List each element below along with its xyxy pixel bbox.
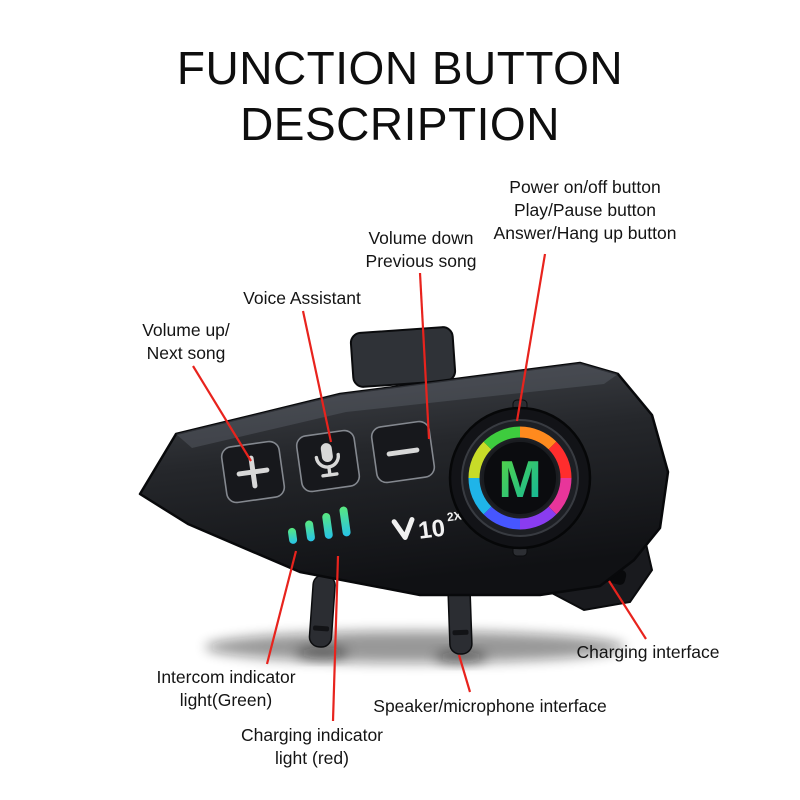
microphone-icon	[314, 443, 340, 478]
multifunction-button: M	[448, 399, 592, 557]
label-volume-down: Volume down Previous song	[366, 227, 477, 273]
title-line-2: DESCRIPTION	[240, 98, 560, 151]
title-line-1: FUNCTION BUTTON	[176, 42, 624, 94]
brand-model: 10 2X	[391, 509, 462, 545]
label-power-button: Power on/off button Play/Pause button An…	[494, 176, 677, 245]
line-charging-interface	[608, 580, 647, 640]
label-voice-assistant: Voice Assistant	[243, 287, 361, 310]
label-speaker-mic: Speaker/microphone interface	[373, 695, 606, 718]
minus-icon	[386, 447, 420, 457]
speaker-microphone-plug	[447, 579, 473, 655]
label-line: Volume up/	[142, 320, 230, 340]
line-power	[515, 253, 547, 422]
model-number: 10	[417, 515, 447, 545]
label-line: Speaker/microphone interface	[373, 696, 607, 716]
label-line: Charging interface	[576, 642, 720, 662]
m-logo: M	[498, 451, 541, 509]
line-volume-up	[192, 365, 252, 462]
line-volume-down	[418, 272, 431, 440]
volume-up-button	[220, 440, 286, 504]
page-title: FUNCTION BUTTON DESCRIPTION	[0, 40, 800, 152]
line-speaker-mic	[457, 654, 472, 693]
label-line: Charging indicator	[240, 725, 384, 745]
label-charging-light: Charging indicator light (red)	[241, 724, 383, 770]
annotation-lines	[192, 253, 647, 722]
label-charging-interface: Charging interface	[577, 641, 720, 664]
rgb-light-ring	[468, 426, 572, 530]
label-volume-up: Volume up/ Next song	[142, 319, 230, 365]
line-voice-assistant	[301, 310, 333, 443]
speaker-plug-left	[308, 574, 336, 648]
label-line: Volume down	[368, 228, 474, 248]
label-intercom-light: Intercom indicator light(Green)	[156, 666, 295, 712]
label-line: Answer/Hang up button	[493, 223, 677, 244]
label-line: Voice Assistant	[243, 288, 361, 308]
helmet-clip	[349, 326, 457, 388]
label-line: Play/Pause button	[513, 200, 657, 221]
label-line: Power on/off button	[509, 177, 661, 197]
line-charging-light	[331, 555, 340, 722]
label-line: Next song	[146, 343, 226, 364]
label-line: light(Green)	[179, 690, 273, 711]
brand-v-logo	[391, 517, 415, 540]
body-bevel	[176, 363, 618, 448]
volume-down-button	[370, 420, 436, 484]
intercom-led-bars	[287, 506, 351, 544]
label-line: light (red)	[275, 748, 349, 769]
label-line: Previous song	[365, 251, 477, 272]
plus-icon	[236, 455, 270, 489]
label-line: Intercom indicator	[156, 667, 296, 687]
line-intercom-light	[265, 550, 298, 665]
voice-assistant-button	[295, 429, 361, 493]
